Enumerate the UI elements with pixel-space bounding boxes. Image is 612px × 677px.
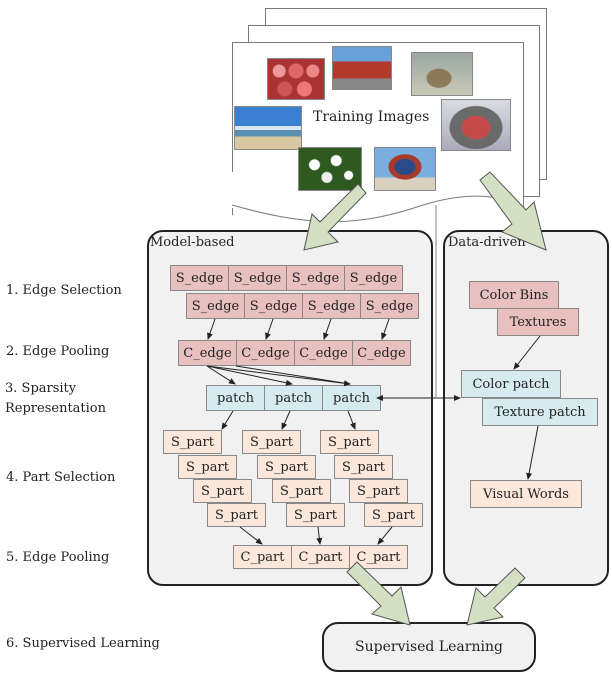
c-edge-box: C_edge [178,340,237,366]
s-part-box: S_part [163,430,222,454]
block-arrow-model-to-supervised [346,561,411,626]
photo-bird [411,52,473,96]
model-based-title: Model-based [150,235,235,250]
s-edge-box: S_edge [344,265,403,291]
s-edge-box: S_edge [170,265,229,291]
patch-to-s-part-arrows [221,410,356,430]
step-6-label: 6. Supervised Learning [6,636,160,651]
photo-stadium [441,99,511,151]
s-edge-box: S_edge [286,265,345,291]
c-edge-to-patch-arrows [206,365,351,387]
s-part-box: S_part [207,503,266,527]
s-part-box: S_part [364,503,423,527]
patch-box: patch [264,385,323,411]
photo-gate-tower [332,46,392,90]
s-part-box: S_part [272,479,331,503]
s-edge-box: S_edge [360,293,419,319]
photo-beach [234,106,302,150]
s-edge-to-c-edge-arrows [207,318,390,340]
s-part-box: S_part [320,430,379,454]
textures-to-color-patch-arrow [513,335,541,370]
textures-box: Textures [497,308,579,336]
s-part-box: S_part [334,455,393,479]
block-arrow-to-data-driven [479,171,547,251]
s-part-box: S_part [257,455,316,479]
c-edge-box: C_edge [294,340,353,366]
step-3-label: 3. Sparsity Representation [5,381,107,416]
c-part-box: C_part [233,545,292,569]
s-part-to-c-part-arrows [239,526,393,545]
color-patch-box: Color patch [461,370,561,398]
step-1-label: 1. Edge Selection [6,283,122,298]
block-arrow-data-to-supervised [466,567,526,626]
s-part-box: S_part [242,430,301,454]
visual-words-box: Visual Words [470,480,582,508]
c-edge-box: C_edge [352,340,411,366]
supervised-learning-box: Supervised Learning [322,622,536,672]
data-driven-title: Data-driven [448,235,526,250]
s-part-box: S_part [193,479,252,503]
photo-apples [267,58,325,100]
patch-box: patch [322,385,381,411]
texture-patch-to-visual-words-arrow [526,425,539,480]
s-edge-box: S_edge [186,293,245,319]
texture-patch-box: Texture patch [482,398,598,426]
block-arrows [303,171,547,626]
patch-box: patch [206,385,265,411]
s-part-box: S_part [286,503,345,527]
step-2-label: 2. Edge Pooling [6,344,110,359]
step-4-label: 4. Part Selection [6,470,116,485]
photo-white-flowers [298,147,362,191]
s-part-box: S_part [178,455,237,479]
s-edge-box: S_edge [302,293,361,319]
s-edge-box: S_edge [244,293,303,319]
s-part-box: S_part [349,479,408,503]
photo-temple-of-heaven [374,147,436,191]
block-arrow-to-model-based [303,183,367,251]
step-5-label: 5. Edge Pooling [6,550,110,565]
c-edge-box: C_edge [236,340,295,366]
s-edge-box: S_edge [228,265,287,291]
training-images-label: Training Images [313,109,430,125]
